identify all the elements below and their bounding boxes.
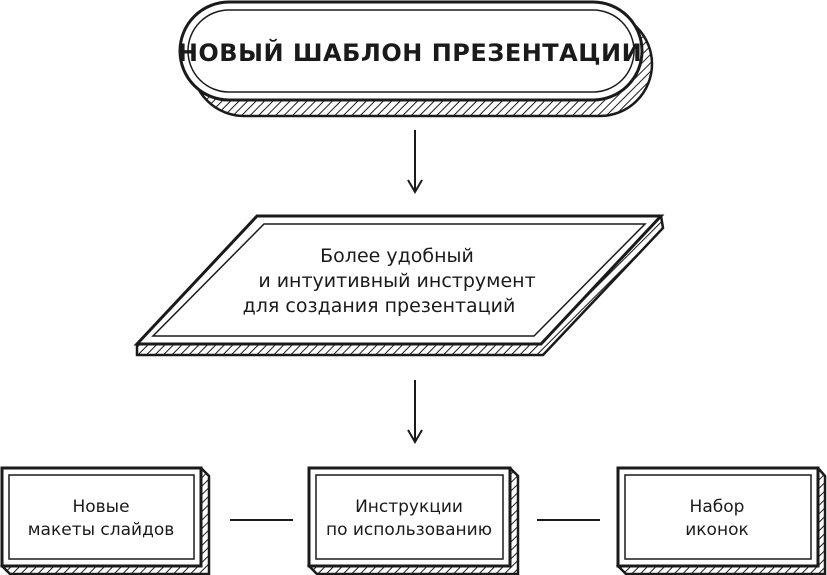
feature-3-line-2: иконок [685, 520, 749, 540]
feature-2-line-2: по использованию [326, 520, 492, 540]
feature-1-line-1: Новые [72, 497, 129, 517]
description-line-2: и интуитивный инструмент [258, 270, 535, 292]
title-terminator: НОВЫЙ ШАБЛОН ПРЕЗЕНТАЦИИ [178, 0, 654, 118]
description-line-1: Более удобный [320, 245, 474, 267]
arrow-down-2 [407, 380, 423, 444]
arrow-down-1 [407, 130, 423, 194]
feature-box-icons: Набор иконок [615, 466, 827, 575]
description-parallelogram: Более удобный и интуитивный инструмент д… [133, 214, 665, 357]
feature-1-line-2: макеты слайдов [28, 520, 175, 540]
description-line-3: для создания презентаций [243, 295, 516, 317]
feature-box-layouts: Новые макеты слайдов [0, 466, 211, 575]
feature-box-instructions: Инструкции по использованию [306, 466, 520, 575]
feature-2-line-1: Инструкции [355, 497, 463, 517]
feature-3-line-1: Набор [690, 497, 745, 517]
title-text: НОВЫЙ ШАБЛОН ПРЕЗЕНТАЦИИ [178, 38, 642, 67]
